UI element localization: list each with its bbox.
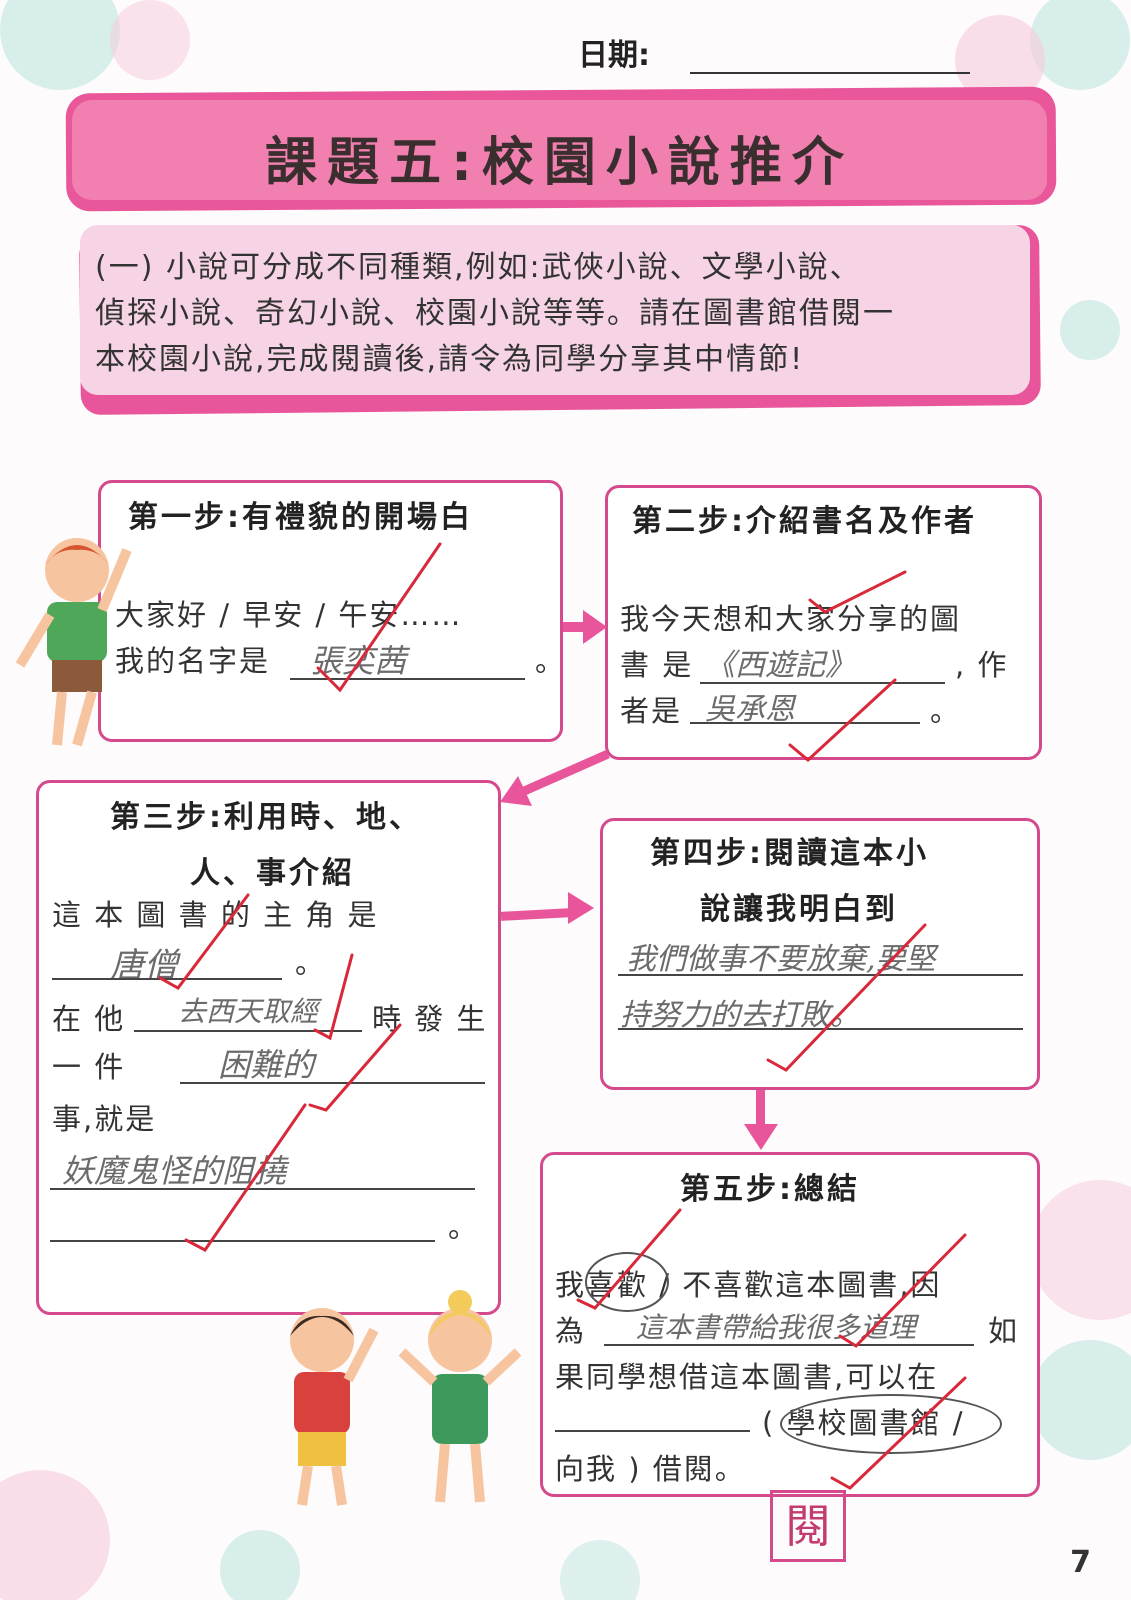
- title-banner: [72, 100, 1047, 200]
- library-circle-mark: [780, 1394, 1002, 1454]
- step3-period2: 。: [448, 1210, 480, 1244]
- step1-greeting: 大家好 / 早安 / 午安……: [115, 598, 463, 632]
- step3-detail-line2: [50, 1240, 435, 1242]
- step3-box: [36, 780, 501, 1315]
- step3-heading-line1: 第三步:利用時、地、: [110, 800, 422, 835]
- step5-heading: 第五步:總結: [680, 1172, 860, 1207]
- date-field-line[interactable]: [690, 72, 970, 74]
- step2-line1: 我今天想和大家分享的圖: [620, 602, 962, 636]
- step3-period1: 。: [295, 946, 327, 980]
- step3-when-answer[interactable]: 去西天取經: [178, 995, 319, 1028]
- step5-because-answer[interactable]: 這本書帶給我很多道理: [636, 1311, 917, 1344]
- step5-because-suffix: 如: [988, 1314, 1020, 1348]
- arrow-step4-to-step5: [756, 1090, 765, 1126]
- intro-line-3: 本校園小說,完成閱讀後,請令為同學分享其中情節!: [95, 342, 805, 377]
- step4-answer-line2[interactable]: 持努力的去打敗。: [620, 998, 860, 1033]
- step1-heading: 第一步:有禮貌的開場白: [128, 500, 473, 535]
- girl-illustration-bottom: [398, 1290, 522, 1503]
- step1-name-line: [290, 678, 525, 680]
- step5-location-line: [555, 1430, 750, 1432]
- step2-heading: 第二步:介紹書名及作者: [632, 504, 977, 539]
- boy-illustration-bottom: [290, 1308, 379, 1506]
- like-circle-mark: [585, 1252, 669, 1312]
- reading-stamp: 閱: [770, 1490, 846, 1562]
- step5-line5: 向我 ) 借閱。: [555, 1452, 746, 1486]
- step3-event-answer[interactable]: 困難的: [218, 1046, 315, 1084]
- step4-answer-line1[interactable]: 我們做事不要放棄,要堅: [626, 942, 936, 977]
- step1-box: [98, 480, 563, 742]
- step3-detail-answer[interactable]: 妖魔鬼怪的阻撓: [62, 1152, 287, 1190]
- step2-book-line: [700, 682, 945, 684]
- step4-box: [600, 818, 1040, 1090]
- step3-protagonist-line: [52, 978, 282, 980]
- intro-text: (一) 小說可分成不同種類,例如:武俠小說、文學小說、 偵探小說、奇幻小說、校園…: [95, 245, 1015, 383]
- intro-box: [80, 225, 1030, 395]
- arrow-head-down: [744, 1124, 778, 1150]
- step3-line1: 這 本 圖 書 的 主 角 是: [52, 898, 379, 932]
- step5-because-prefix: 為: [555, 1314, 587, 1348]
- page-title: 課題五:校園小說推介: [265, 133, 854, 193]
- step3-when-line: [134, 1030, 362, 1032]
- step4-heading-line2: 說讓我明白到: [700, 892, 898, 927]
- step2-book-prefix: 書 是: [620, 648, 694, 682]
- step2-author-suffix: 。: [930, 694, 962, 728]
- step5-line3: 果同學想借這本圖書,可以在: [555, 1360, 939, 1394]
- intro-line-2: 偵探小說、奇幻小說、校園小說等等。請在圖書館借閱一: [95, 296, 895, 331]
- date-label: 日期:: [578, 38, 650, 73]
- step3-event-line: [180, 1082, 485, 1084]
- step3-event-prefix: 一 件: [52, 1050, 126, 1084]
- step3-when-prefix: 在 他: [52, 1002, 126, 1036]
- arrow-step2-to-step3: [500, 749, 610, 806]
- step1-suffix: 。: [535, 644, 567, 678]
- step2-author-answer[interactable]: 吳承恩: [705, 692, 795, 727]
- arrow-step1-to-step2: [563, 622, 585, 632]
- intro-line-1: (一) 小說可分成不同種類,例如:武俠小說、文學小說、: [95, 250, 862, 285]
- step1-name-answer[interactable]: 張奕茜: [310, 642, 407, 680]
- step2-book-answer[interactable]: 《西遊記》: [705, 648, 855, 683]
- step1-name-prefix: 我的名字是: [115, 644, 271, 678]
- step3-when-suffix: 時 發 生: [372, 1002, 488, 1036]
- step2-author-line: [690, 722, 920, 724]
- step4-line2: [618, 1028, 1023, 1030]
- step3-detail-line1: [50, 1188, 475, 1190]
- step3-event-suffix: 事,就是: [52, 1102, 157, 1136]
- step3-heading-line2: 人、事介紹: [190, 856, 355, 891]
- step4-line1: [618, 974, 1023, 976]
- step4-heading-line1: 第四步:閱讀這本小: [650, 836, 929, 871]
- step2-author-prefix: 者是: [620, 694, 683, 728]
- boy-illustration-left: [15, 538, 132, 747]
- arrow-head-right-1: [583, 610, 607, 644]
- step5-because-line: [604, 1344, 974, 1346]
- page-number: 7: [1070, 1545, 1091, 1580]
- arrow-head-right-3: [568, 892, 594, 924]
- step2-book-suffix: , 作: [955, 648, 1009, 682]
- step2-box: [605, 485, 1042, 760]
